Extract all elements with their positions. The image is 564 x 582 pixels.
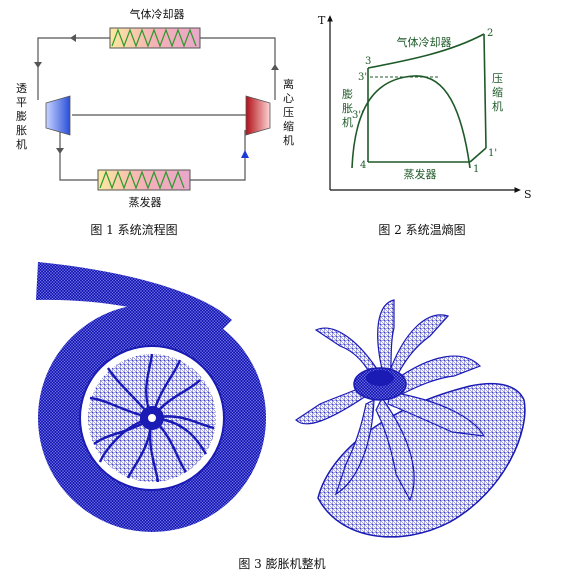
loop-top-right-line	[200, 37, 276, 100]
compressor-shape	[245, 95, 271, 136]
svg-text:3'': 3''	[352, 110, 364, 121]
axis-t-label: T	[318, 14, 326, 27]
svg-text:机: 机	[342, 115, 353, 129]
loop-bottom-right-line	[190, 130, 246, 181]
svg-text:膨: 膨	[342, 87, 353, 101]
fig3-caption: 图 3 膨胀机整机	[238, 556, 325, 571]
impeller-blades	[295, 299, 486, 502]
evaporator-coil	[99, 170, 185, 190]
svg-text:心: 心	[283, 92, 294, 105]
svg-text:2: 2	[487, 28, 493, 39]
svg-text:3': 3'	[358, 72, 367, 83]
expander-model: 图 3 膨胀机整机	[36, 262, 526, 571]
gas-cooler-coil	[111, 28, 197, 48]
fig1-caption: 图 1 系统流程图	[90, 222, 177, 237]
axis-s-label: S	[524, 188, 532, 201]
svg-text:压: 压	[283, 106, 294, 119]
fig2-caption: 图 2 系统温熵图	[378, 222, 465, 237]
fig1-compressor-label: 离 心 压 缩 机	[283, 77, 294, 147]
arrow-compressor-up	[241, 150, 249, 158]
svg-text:透: 透	[16, 82, 27, 95]
svg-text:1': 1'	[488, 148, 497, 159]
svg-text:4: 4	[360, 160, 366, 171]
ts-diagram: T S 气体冷却器 蒸发器 膨 胀 机 压 缩 机 1 1' 2 3 3' 3'…	[318, 14, 532, 237]
arrow-right-up	[271, 64, 279, 70]
fig1-evaporator-label: 蒸发器	[129, 195, 162, 209]
svg-text:机: 机	[16, 137, 27, 151]
svg-text:离: 离	[283, 77, 294, 91]
svg-text:缩: 缩	[283, 120, 294, 133]
volute-mesh	[36, 262, 266, 532]
svg-text:平: 平	[16, 96, 27, 109]
volute-hub-center	[148, 414, 156, 422]
fig2-gas-cooler-label: 气体冷却器	[397, 35, 452, 49]
superheat-line	[469, 147, 487, 163]
svg-text:胀: 胀	[16, 124, 27, 137]
impeller-mesh	[295, 299, 526, 538]
svg-text:膨: 膨	[16, 109, 27, 123]
expander-shape	[45, 95, 71, 136]
gas-cooling-curve	[367, 33, 485, 69]
svg-text:胀: 胀	[342, 102, 353, 115]
svg-text:3: 3	[365, 56, 371, 67]
loop-bottom-left-line	[59, 125, 98, 181]
loop-top-line	[37, 37, 110, 100]
svg-text:1: 1	[473, 164, 479, 175]
compression-line	[483, 33, 487, 149]
flow-diagram: 气体冷却器 蒸发器 透 平 膨 胀 机 离 心 压 缩 机 图 1 系统流程图	[16, 7, 294, 237]
svg-text:机: 机	[283, 133, 294, 147]
svg-text:缩: 缩	[492, 86, 503, 99]
fig1-gas-cooler-label: 气体冷却器	[130, 7, 185, 21]
fig2-compressor-label: 压 缩 机	[492, 72, 503, 113]
impeller-hub-top	[366, 370, 394, 386]
svg-text:压: 压	[492, 72, 503, 85]
arrow-left-down	[34, 62, 42, 68]
arrow-bottom-left-down	[56, 148, 64, 154]
fig2-expander-label: 膨 胀 机	[342, 87, 353, 129]
svg-text:机: 机	[492, 99, 503, 113]
saturation-dome	[351, 75, 471, 169]
ts-point-labels: 1 1' 2 3 3' 3'' 4	[352, 28, 497, 175]
fig2-evaporator-label: 蒸发器	[404, 167, 437, 181]
arrow-top-left	[70, 34, 76, 42]
fig1-expander-label: 透 平 膨 胀 机	[16, 82, 27, 151]
